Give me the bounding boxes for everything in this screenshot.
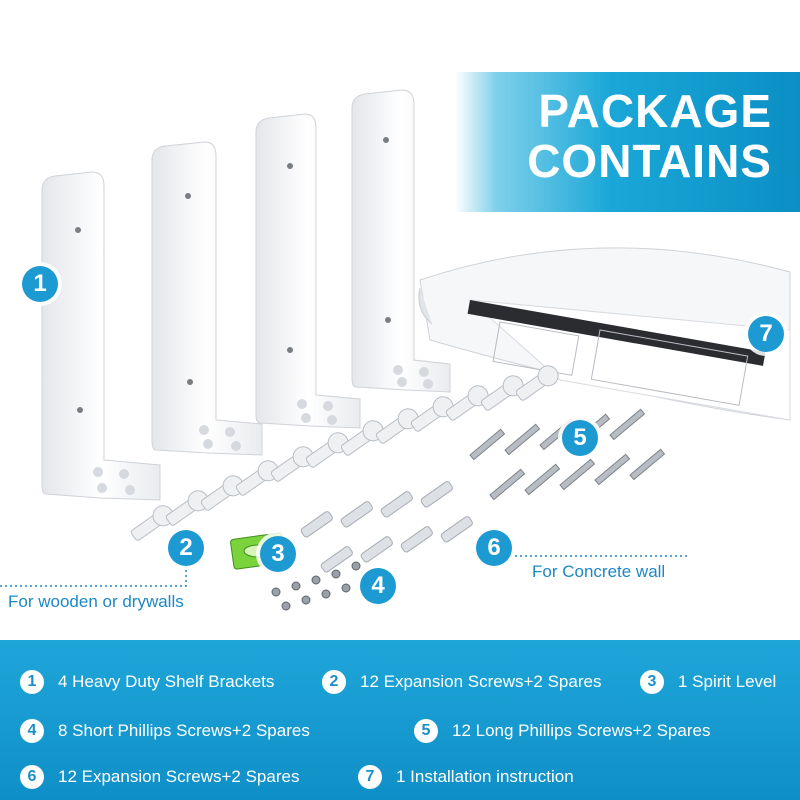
title-banner [455,72,800,212]
callout-1: 1 [22,266,58,302]
item-number: 6 [20,765,44,789]
callout-2: 2 [168,530,204,566]
item-text: 12 Expansion Screws+2 Spares [58,767,300,786]
item-number: 7 [358,765,382,789]
item-number: 4 [20,719,44,743]
contents-item-2: 2 12 Expansion Screws+2 Spares [322,670,601,694]
banner-title-line1: PACKAGE [538,85,772,137]
callout-5: 5 [562,420,598,456]
item-number: 5 [414,719,438,743]
item-text: 8 Short Phillips Screws+2 Spares [58,721,310,740]
item-text: 12 Expansion Screws+2 Spares [360,672,602,691]
callout-4: 4 [360,568,396,604]
banner-title-line2: CONTAINS [527,135,772,187]
contents-item-3: 3 1 Spirit Level [640,670,776,694]
contents-panel: 1 4 Heavy Duty Shelf Brackets 2 12 Expan… [0,640,800,800]
contents-item-1: 1 4 Heavy Duty Shelf Brackets [20,670,274,694]
product-photo: PACKAGE CONTAINS [0,72,800,611]
caption-concrete-wall: For Concrete wall [532,562,666,581]
item-text: 1 Spirit Level [678,672,777,691]
item-number: 2 [322,670,346,694]
contents-item-6: 6 12 Expansion Screws+2 Spares [20,765,299,789]
contents-item-5: 5 12 Long Phillips Screws+2 Spares [414,719,710,743]
product-illustration [0,89,791,611]
long-screws [469,408,666,501]
item-text: 4 Heavy Duty Shelf Brackets [58,672,275,691]
item-number: 1 [20,670,44,694]
callout-6: 6 [476,530,512,566]
item-text: 1 Installation instruction [396,767,574,786]
callout-3: 3 [260,536,296,572]
caption-leaders [0,555,690,587]
brackets [41,89,451,501]
callout-7: 7 [748,316,784,352]
contents-item-4: 4 8 Short Phillips Screws+2 Spares [20,719,310,743]
drywall-anchors [130,365,559,541]
item-number: 3 [640,670,664,694]
contents-item-7: 7 1 Installation instruction [358,765,574,789]
concrete-anchors [300,481,473,573]
caption-wooden-drywall: For wooden or drywalls [8,592,184,611]
item-text: 12 Long Phillips Screws+2 Spares [452,721,711,740]
